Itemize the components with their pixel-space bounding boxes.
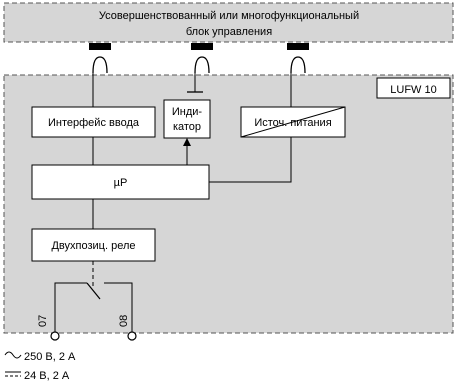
relay-contact-left xyxy=(54,282,87,332)
relay-block xyxy=(31,228,156,262)
module-label: LUFW 10 xyxy=(390,84,436,96)
module-label-box xyxy=(376,77,451,99)
connector-block-right xyxy=(287,43,309,50)
plug-hook-middle xyxy=(194,56,210,74)
terminal-07-label: 07 xyxy=(37,315,49,327)
wire-power-to-up xyxy=(209,137,292,183)
indicator-label-line1: Инди- xyxy=(172,106,203,118)
arrow-to-indicator xyxy=(183,138,191,146)
relay-label: Двухпозиц. реле xyxy=(51,240,135,252)
plug-hook-left xyxy=(92,56,108,74)
power-source-label: Источ. питания xyxy=(254,117,331,129)
input-interface-block xyxy=(31,106,156,138)
connector-block-middle xyxy=(191,43,213,50)
ac-symbol-icon xyxy=(4,351,22,359)
microprocessor-block xyxy=(31,164,210,200)
indicator-label-line2: катор xyxy=(173,121,201,133)
control-unit-title-line2: блок управления xyxy=(186,26,272,38)
power-source-diagonal xyxy=(240,106,346,138)
terminal-07 xyxy=(50,331,60,341)
plug-hook-right xyxy=(290,56,306,74)
control-unit-title-line1: Усовершенствованный или многофункциональ… xyxy=(99,10,359,22)
ac-rating: 250 В, 2 А xyxy=(24,351,76,363)
terminal-08 xyxy=(127,331,137,341)
control-unit-panel xyxy=(3,2,454,43)
terminal-08-label: 08 xyxy=(118,315,130,327)
connector-block-left xyxy=(89,43,111,50)
input-interface-label: Интерфейс ввода xyxy=(48,117,140,129)
indicator-block xyxy=(163,99,211,139)
relay-contact-blade xyxy=(86,282,101,300)
dc-rating: 24 В, 2 А xyxy=(24,370,70,382)
microprocessor-label: µP xyxy=(114,177,128,189)
relay-contact-right xyxy=(104,282,133,332)
